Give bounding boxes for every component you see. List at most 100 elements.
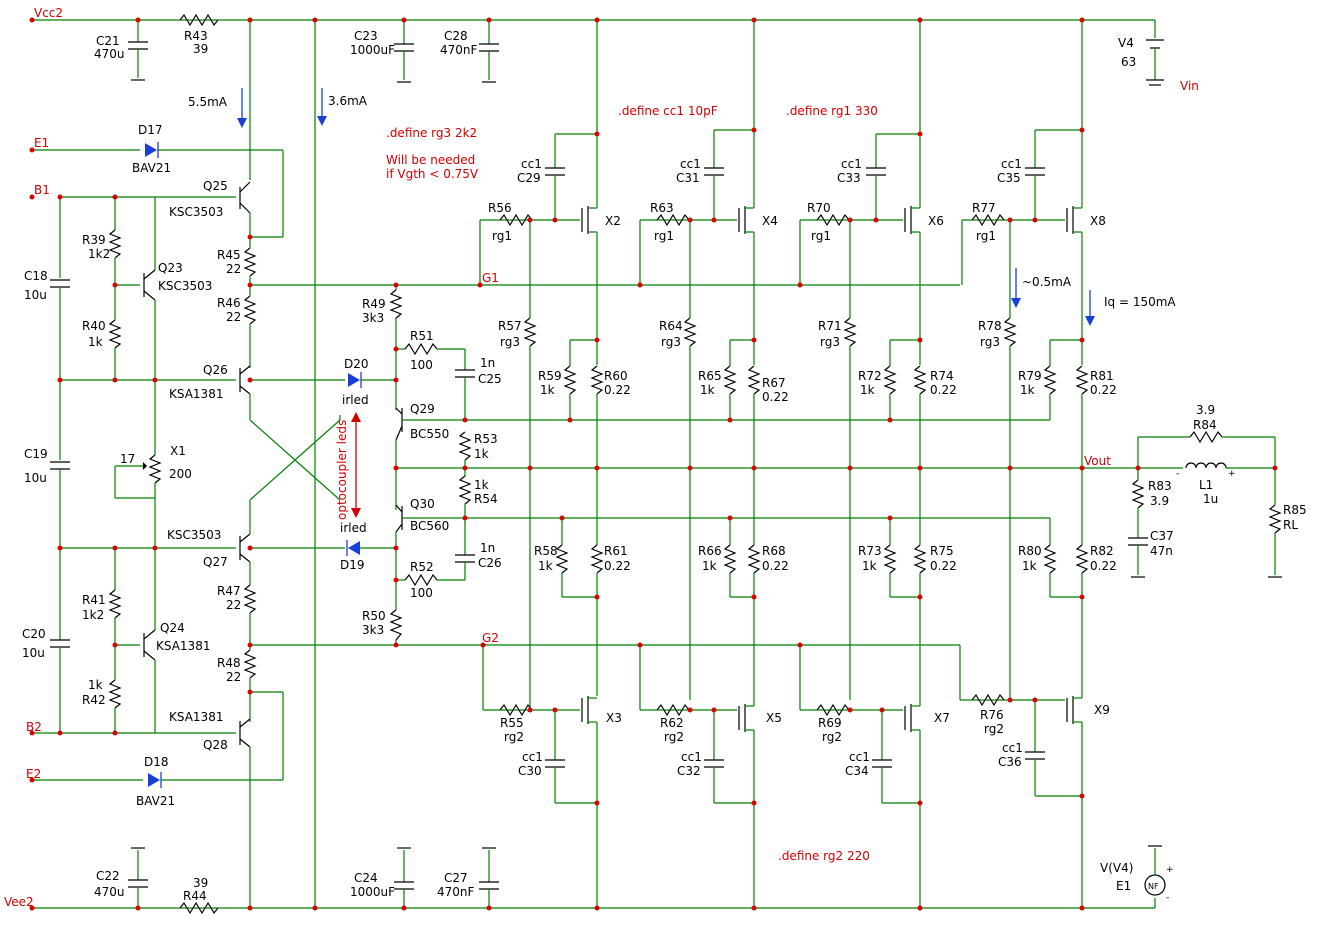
svg-text:KSC3503: KSC3503: [167, 528, 221, 542]
lbl-r56: R56: [488, 201, 512, 215]
svg-text:rg1: rg1: [654, 229, 674, 243]
current-0-5ma: ~0.5mA: [1022, 275, 1072, 289]
svg-text:200: 200: [169, 467, 192, 481]
svg-text:1k: 1k: [862, 559, 877, 573]
lbl-r44: R44: [183, 889, 207, 903]
svg-text:0.22: 0.22: [604, 383, 631, 397]
current-iq: Iq = 150mA: [1104, 295, 1176, 309]
lbl-c35: C35: [997, 171, 1021, 185]
lbl-c37: C37: [1150, 529, 1174, 543]
lbl-c24: C24: [354, 871, 378, 885]
labels: Vcc2 Vee2 E1 B1 B2 E2 G1 G2 Vout Vin .de…: [4, 6, 1307, 909]
lbl-r77: R77: [972, 201, 996, 215]
svg-text:1n: 1n: [480, 541, 495, 555]
lbl-r61: R61: [604, 544, 628, 558]
supply-rails: + -: [32, 19, 1174, 909]
lbl-r69: R69: [818, 716, 842, 730]
directive-note-2: if Vgth < 0.75V: [386, 167, 479, 181]
lbl-v4: V4: [1118, 36, 1134, 50]
lbl-r75: R75: [930, 544, 954, 558]
net-g1: G1: [482, 271, 499, 285]
lbl-r57: R57: [498, 319, 522, 333]
net-vcc2: Vcc2: [34, 6, 63, 20]
lbl-r48: R48: [217, 656, 241, 670]
svg-text:-: -: [1166, 893, 1169, 903]
net-e1: E1: [34, 136, 49, 150]
svg-text:1k: 1k: [702, 559, 717, 573]
svg-text:63: 63: [1121, 55, 1136, 69]
svg-text:1u: 1u: [1203, 492, 1218, 506]
lbl-c26: C26: [478, 556, 502, 570]
lbl-r53: R53: [474, 432, 498, 446]
svg-text:1k: 1k: [540, 383, 555, 397]
lbl-r64: R64: [659, 319, 683, 333]
svg-text:cc1: cc1: [1001, 157, 1022, 171]
lbl-c31: C31: [676, 171, 700, 185]
lbl-x1: X1: [170, 444, 186, 458]
lbl-r82: R82: [1090, 544, 1114, 558]
lbl-q25: Q25: [203, 179, 228, 193]
lbl-r85: R85: [1283, 503, 1307, 517]
svg-text:1000uF: 1000uF: [350, 885, 395, 899]
svg-text:1k: 1k: [700, 383, 715, 397]
lbl-c25: 1n: [480, 356, 495, 370]
svg-text:1k2: 1k2: [82, 608, 104, 622]
svg-text:KSC3503: KSC3503: [169, 205, 223, 219]
svg-text:-: -: [1176, 469, 1179, 479]
lbl-c32: C32: [677, 764, 701, 778]
svg-text:cc1: cc1: [849, 750, 870, 764]
svg-text:0.22: 0.22: [762, 559, 789, 573]
svg-text:3.9: 3.9: [1196, 403, 1215, 417]
svg-text:39: 39: [193, 876, 208, 890]
lbl-x4: X4: [762, 214, 778, 228]
lbl-c18: C18: [24, 269, 48, 283]
directive-rg1: .define rg1 330: [786, 104, 878, 118]
lbl-x8: X8: [1090, 214, 1106, 228]
junction-dots: [29, 17, 1278, 911]
svg-text:cc1: cc1: [681, 750, 702, 764]
svg-text:cc1: cc1: [680, 157, 701, 171]
lbl-r58: R58: [534, 544, 558, 558]
net-b2: B2: [26, 720, 42, 734]
svg-text:rg2: rg2: [984, 722, 1004, 736]
lbl-r80: R80: [1018, 544, 1042, 558]
lbl-q26: Q26: [203, 363, 228, 377]
lbl-d18: D18: [144, 755, 169, 769]
svg-text:1k: 1k: [538, 559, 553, 573]
lbl-c22: C22: [96, 869, 120, 883]
lbl-c36: C36: [998, 755, 1022, 769]
svg-text:1000uF: 1000uF: [350, 43, 395, 57]
optocoupler-label: optocoupler leds: [335, 420, 349, 520]
lbl-r52: R52: [410, 560, 434, 574]
svg-text:KSA1381: KSA1381: [169, 387, 223, 401]
lbl-c23: C23: [354, 29, 378, 43]
svg-text:C25: C25: [478, 372, 502, 386]
svg-text:1k: 1k: [860, 383, 875, 397]
svg-text:rg3: rg3: [820, 335, 840, 349]
svg-text:NF: NF: [1148, 882, 1159, 891]
svg-text:1k: 1k: [474, 478, 489, 492]
net-b1: B1: [34, 183, 50, 197]
svg-text:3.9: 3.9: [1150, 494, 1169, 508]
lbl-r68: R68: [762, 544, 786, 558]
lbl-c27: C27: [444, 871, 468, 885]
directive-cc1: .define cc1 10pF: [618, 104, 718, 118]
svg-text:V(V4): V(V4): [1100, 861, 1133, 875]
svg-text:0.22: 0.22: [1090, 383, 1117, 397]
svg-text:1k: 1k: [88, 678, 103, 692]
svg-text:22: 22: [226, 598, 241, 612]
lbl-r66: R66: [698, 544, 722, 558]
svg-text:BAV21: BAV21: [132, 161, 171, 175]
lbl-x5: X5: [766, 711, 782, 725]
net-e2: E2: [26, 767, 41, 781]
svg-text:BC560: BC560: [410, 519, 449, 533]
svg-text:rg2: rg2: [664, 730, 684, 744]
directive-note-1: Will be needed: [386, 153, 475, 167]
svg-text:10u: 10u: [24, 288, 47, 302]
svg-text:rg2: rg2: [822, 730, 842, 744]
svg-text:rg1: rg1: [492, 229, 512, 243]
svg-text:470nF: 470nF: [440, 43, 478, 57]
lbl-d19: D19: [340, 558, 365, 572]
lbl-r49: R49: [362, 297, 386, 311]
